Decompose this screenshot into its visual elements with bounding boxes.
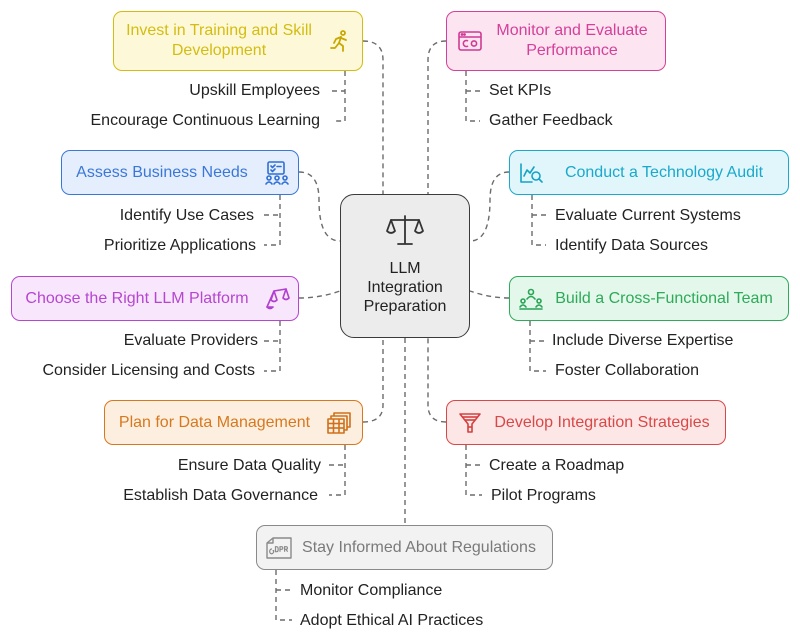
node-title: Build a Cross-Functional Team	[555, 289, 773, 307]
list-item: Identify Data Sources	[555, 237, 708, 254]
node-title: Invest in Training and Skill Development	[126, 22, 312, 59]
list-item: Pilot Programs	[491, 487, 596, 504]
connector-training	[362, 40, 384, 194]
list-item: Monitor Compliance	[300, 582, 443, 599]
stacked-data-icon	[324, 411, 354, 435]
list-item: Upskill Employees	[189, 82, 320, 99]
sub-connector-platform	[264, 321, 281, 372]
center-node: LLM Integration Preparation	[340, 194, 470, 338]
sub-connector-audit	[531, 195, 546, 246]
sub-connector-monitor	[465, 71, 480, 122]
sub-connector-regulations	[275, 570, 292, 621]
sub-connector-team	[529, 321, 546, 372]
list-item: Adopt Ethical AI Practices	[300, 612, 484, 629]
node-platform: Choose the Right LLM Platform	[11, 276, 299, 321]
node-strategy: Develop Integration Strategies	[446, 400, 726, 445]
browser-monitor-icon	[455, 29, 485, 53]
scale-icon	[262, 287, 292, 311]
connector-monitor	[427, 40, 447, 194]
gdpr-icon	[264, 536, 294, 559]
funnel-icon	[455, 411, 485, 435]
list-item: Create a Roadmap	[489, 457, 625, 474]
person-running-icon	[324, 29, 354, 53]
node-title: Conduct a Technology Audit	[564, 163, 764, 181]
sub-connector-data	[329, 445, 346, 496]
node-title: Develop Integration Strategies	[494, 413, 710, 431]
node-title: Monitor and Evaluate Performance	[496, 22, 648, 59]
node-title: Stay Informed About Regulations	[302, 538, 536, 556]
center-title: LLM Integration Preparation	[363, 260, 447, 315]
list-item: Consider Licensing and Costs	[42, 362, 255, 379]
connector-audit	[469, 171, 510, 242]
node-team: Build a Cross-Functional Team	[509, 276, 789, 321]
list-item: Establish Data Governance	[123, 487, 318, 504]
node-title: Choose the Right LLM Platform	[25, 289, 249, 307]
list-item: Foster Collaboration	[555, 362, 700, 379]
list-item: Include Diverse Expertise	[552, 332, 734, 349]
connector-business	[298, 171, 341, 242]
checklist-team-icon	[262, 160, 292, 186]
list-item: Evaluate Current Systems	[555, 207, 741, 224]
connector-strategy	[427, 338, 447, 423]
list-item: Identify Use Cases	[119, 207, 254, 224]
node-training: Invest in Training and Skill Development	[113, 11, 363, 71]
chart-search-icon	[516, 161, 546, 185]
node-monitor: Monitor and Evaluate Performance	[446, 11, 666, 71]
list-item: Prioritize Applications	[103, 237, 256, 254]
balance-scale-icon	[386, 213, 424, 252]
connector-team	[469, 290, 510, 299]
list-item: Encourage Continuous Learning	[90, 112, 321, 129]
connector-data	[362, 338, 384, 423]
list-item: Gather Feedback	[489, 112, 613, 129]
node-business: Assess Business Needs	[61, 150, 299, 195]
sub-connector-training	[332, 71, 346, 122]
sub-connector-strategy	[465, 445, 482, 496]
node-data: Plan for Data Management	[104, 400, 363, 445]
connector-platform	[298, 290, 341, 299]
list-item: Ensure Data Quality	[177, 457, 321, 474]
team-icon	[516, 287, 546, 311]
node-title: Assess Business Needs	[76, 163, 248, 181]
sub-connector-business	[264, 195, 281, 246]
list-item: Evaluate Providers	[123, 332, 258, 349]
node-audit: Conduct a Technology Audit	[509, 150, 789, 195]
node-title: Plan for Data Management	[118, 413, 311, 431]
node-regulations: Stay Informed About Regulations	[256, 525, 553, 570]
list-item: Set KPIs	[489, 82, 552, 99]
